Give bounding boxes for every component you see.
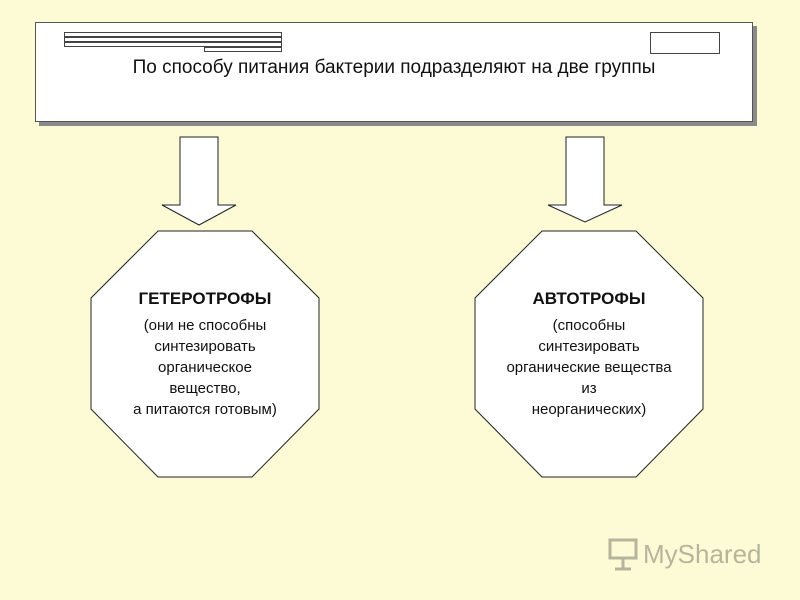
arrow-right xyxy=(547,136,623,223)
autotrophs-title: АВТОТРОФЫ xyxy=(532,288,646,308)
octagon-left-shape xyxy=(90,230,320,478)
header-panel: По способу питания бактерии подразделяют… xyxy=(35,22,753,122)
watermark-text: MyShared xyxy=(643,538,762,569)
autotrophs-box: АВТОТРОФЫ (способны синтезировать органи… xyxy=(475,231,703,477)
heterotrophs-title: ГЕТЕРОТРОФЫ xyxy=(138,288,272,308)
title-bar-lines xyxy=(64,32,284,52)
watermark-logo: MyShared xyxy=(607,536,762,572)
autotrophs-description: (способны синтезировать органические вещ… xyxy=(506,316,672,418)
window-button xyxy=(650,32,720,54)
arrow-left xyxy=(161,136,237,226)
header-text: По способу питания бактерии подразделяют… xyxy=(132,57,656,78)
octagon-right-shape xyxy=(474,230,704,478)
heterotrophs-box: ГЕТЕРОТРОФЫ (они не способны синтезирова… xyxy=(91,231,319,477)
presentation-icon xyxy=(608,538,638,571)
heterotrophs-description: (они не способны синтезировать органичес… xyxy=(133,316,277,418)
